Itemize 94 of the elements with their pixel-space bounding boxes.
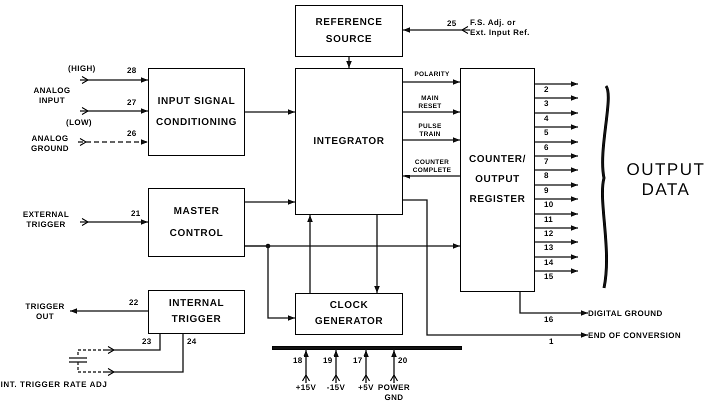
pin-number: 24	[186, 337, 198, 346]
arrow	[403, 199, 588, 338]
arrow	[535, 196, 578, 202]
pin-number: 1	[548, 337, 555, 346]
terminal-label: EXTERNAL TRIGGER	[12, 208, 80, 232]
arrow	[535, 139, 578, 145]
pin-number: 20	[397, 356, 408, 365]
arrow	[245, 109, 295, 115]
pin-number: 18	[292, 356, 304, 365]
arrow	[245, 199, 295, 205]
box-label: INPUT SIGNAL CONDITIONING	[156, 95, 238, 130]
pin-number: 3	[543, 99, 550, 108]
box-label: REFERENCE SOURCE	[315, 16, 383, 47]
pin-number: 19	[322, 356, 334, 365]
arrow	[403, 109, 460, 115]
pin-number: 11	[543, 215, 554, 224]
box-label: COUNTER/ OUTPUT REGISTER	[468, 153, 526, 207]
pin-number: 17	[352, 356, 364, 365]
arrow	[535, 225, 578, 231]
arrow	[535, 110, 578, 116]
pin-number: 28	[126, 66, 138, 75]
process-box	[460, 68, 535, 292]
node-caption: INT. TRIGGER RATE ADJ	[0, 379, 108, 390]
pin-number: 23	[141, 337, 152, 346]
pin-number: 21	[130, 209, 142, 218]
pin-number: 27	[126, 98, 138, 107]
arrow	[245, 245, 295, 321]
pin-number: 16	[543, 315, 554, 324]
arrow	[535, 167, 578, 173]
process-box	[295, 68, 403, 215]
box-label: CLOCK GENERATOR	[314, 299, 384, 329]
arrow	[403, 173, 460, 179]
process-box	[148, 290, 245, 334]
pin-number: 14	[543, 258, 554, 267]
arrow	[106, 334, 184, 376]
arrow	[535, 211, 578, 217]
arrow	[403, 79, 460, 85]
arrow	[346, 57, 352, 68]
arrow	[535, 153, 578, 159]
terminal-label: ANALOG INPUT	[24, 78, 80, 114]
pin-number: 10	[543, 200, 554, 209]
terminal-label: TRIGGER OUT	[20, 301, 70, 323]
pin-number: 22	[128, 298, 140, 307]
box-label: INTEGRATOR	[313, 134, 385, 148]
process-box	[148, 68, 245, 156]
arrow	[403, 137, 460, 143]
arrow	[80, 218, 148, 226]
pin-number: 9	[543, 186, 550, 195]
terminal-label: -15V	[322, 383, 350, 393]
arrow	[78, 138, 148, 146]
arrow	[535, 268, 578, 274]
arrow	[70, 308, 148, 314]
arrow	[535, 239, 578, 245]
group-label: OUTPUT DATA	[626, 160, 706, 200]
arrow	[535, 254, 578, 260]
pin-number: 26	[126, 129, 138, 138]
arrow	[80, 76, 148, 84]
arrow	[535, 124, 578, 130]
pin-number: 12	[543, 229, 554, 238]
terminal-label: END OF CONVERSION	[588, 330, 718, 341]
box-label: INTERNAL TRIGGER	[168, 297, 224, 327]
pin-number: 13	[543, 243, 554, 252]
arrow	[535, 95, 578, 101]
arrow	[302, 350, 310, 383]
terminal-label: ANALOG GROUND	[22, 134, 78, 154]
pin-number: 5	[543, 128, 550, 137]
arrow	[535, 81, 578, 87]
arrow	[374, 215, 380, 293]
arrow	[519, 292, 588, 316]
arrow	[106, 334, 161, 354]
arrow	[362, 350, 370, 383]
arrow	[307, 215, 313, 293]
signal-label: (HIGH)	[68, 64, 96, 74]
process-box	[295, 5, 403, 57]
pin-number: 15	[543, 272, 554, 281]
box-label: MASTER CONTROL	[170, 204, 224, 240]
terminal-label: +15V	[292, 383, 320, 393]
arrow	[332, 350, 340, 383]
terminal-label: F.S. Adj. or Ext. Input Ref.	[470, 17, 534, 39]
pin-number: 4	[543, 114, 550, 123]
arrow	[403, 26, 470, 34]
process-box	[295, 293, 403, 335]
terminal-label: DIGITAL GROUND	[588, 308, 698, 319]
arrow	[390, 350, 398, 383]
pin-number: 25	[446, 19, 458, 28]
pin-number: 2	[543, 85, 550, 94]
arrow	[535, 182, 578, 188]
arrow	[80, 106, 148, 116]
pin-number: 8	[543, 171, 550, 180]
power-bus-bar	[272, 346, 462, 350]
pin-number: 7	[543, 157, 550, 166]
pin-number: 6	[543, 143, 550, 152]
process-box	[148, 188, 245, 257]
signal-label: (LOW)	[66, 118, 92, 128]
